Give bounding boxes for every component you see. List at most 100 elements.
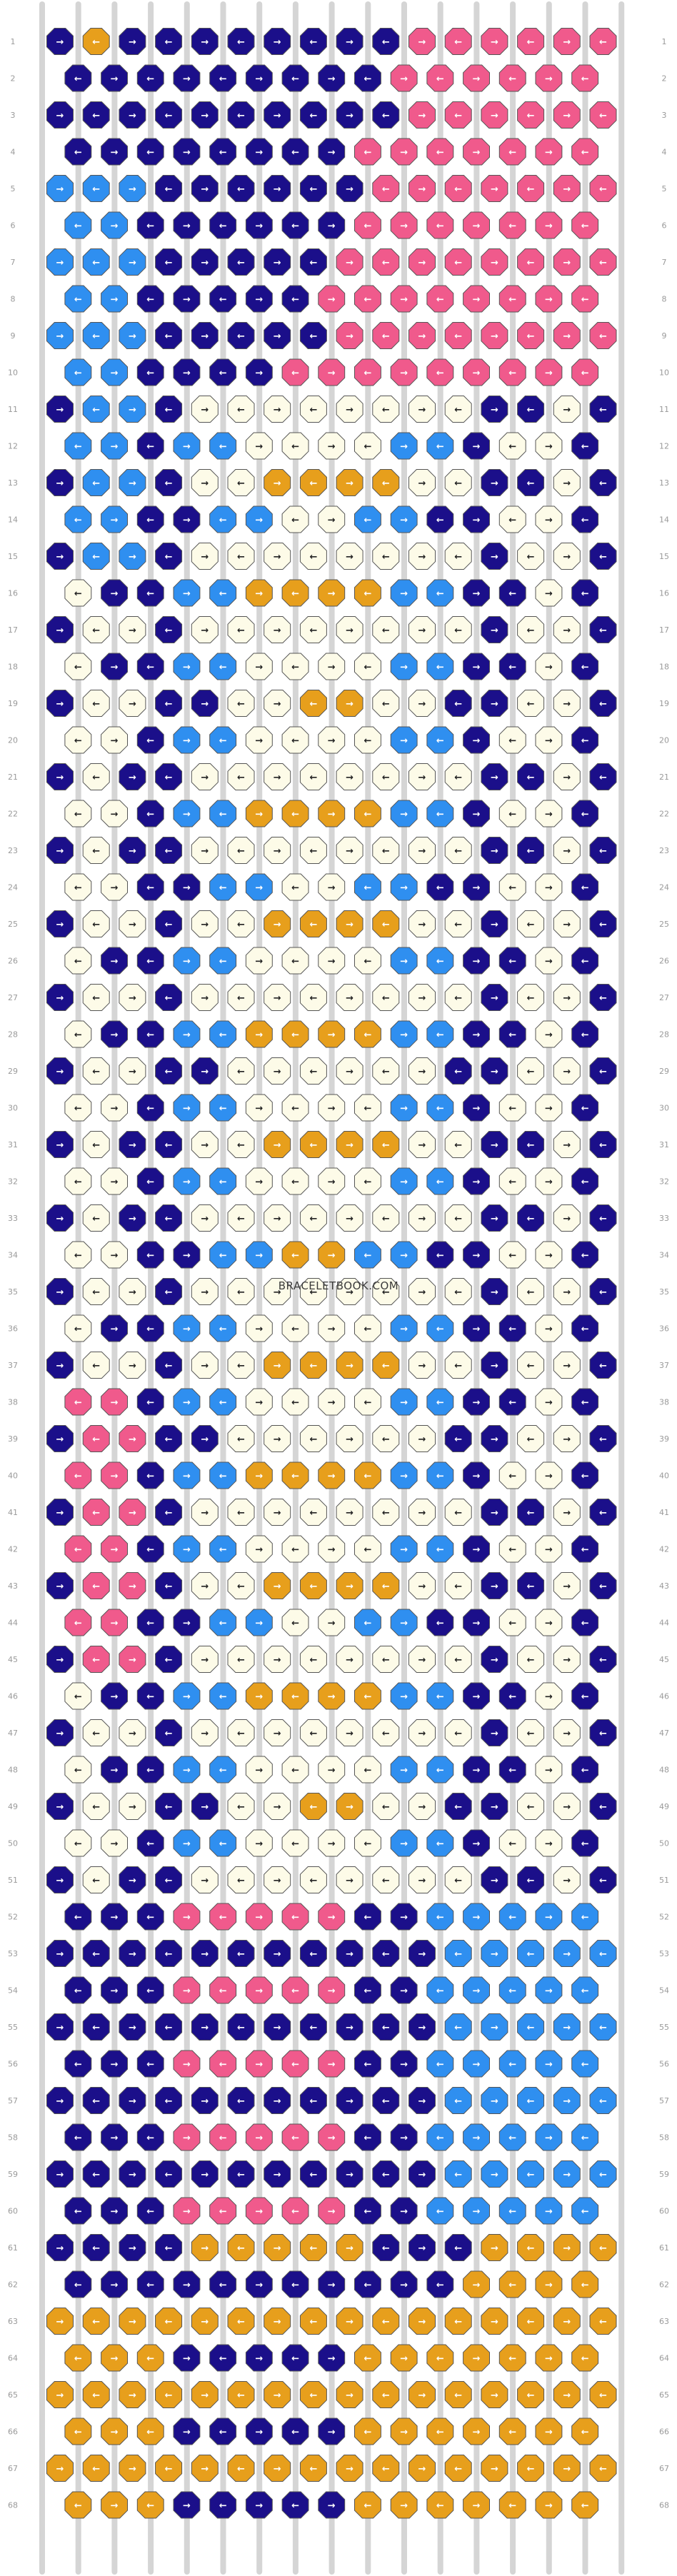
- knot-arrow-icon: ←: [527, 1140, 535, 1151]
- knot-arrow-icon: ←: [92, 2170, 100, 2180]
- knot-arrow-icon: →: [111, 957, 119, 967]
- knot-arrow-icon: →: [418, 625, 426, 636]
- knot-arrow-icon: →: [183, 221, 191, 232]
- knot: →: [463, 432, 490, 460]
- knot: →: [336, 2308, 363, 2335]
- knot-arrow-icon: ←: [599, 1214, 607, 1224]
- knot-arrow-icon: →: [183, 1545, 191, 1556]
- knot: →: [390, 1609, 418, 1636]
- knot-arrow-icon: ←: [436, 2501, 444, 2512]
- knot-arrow-icon: →: [56, 1287, 64, 1298]
- knot-arrow-icon: →: [129, 2023, 136, 2033]
- knot-arrow-icon: ←: [382, 993, 390, 1004]
- knot-arrow-icon: ←: [237, 2317, 245, 2328]
- knot: →: [535, 64, 563, 92]
- knot: →: [481, 543, 508, 570]
- knot: →: [264, 2455, 291, 2482]
- knot: ←: [82, 1131, 110, 1158]
- knot-arrow-icon: ←: [92, 1949, 100, 1960]
- knot: →: [245, 1756, 273, 1783]
- knot-arrow-icon: ←: [454, 846, 462, 857]
- knot-arrow-icon: →: [473, 2207, 481, 2218]
- row-number: 59: [8, 2170, 18, 2179]
- knot: ←: [589, 469, 617, 496]
- knot: ←: [426, 1609, 454, 1636]
- knot-arrow-icon: →: [346, 1729, 353, 1739]
- row-number: 16: [659, 589, 669, 598]
- row-number: 17: [8, 625, 18, 635]
- knot-arrow-icon: ←: [581, 883, 589, 894]
- knot-arrow-icon: →: [201, 478, 209, 489]
- knot: →: [408, 690, 436, 717]
- knot: →: [46, 322, 74, 349]
- knot-arrow-icon: ←: [237, 37, 245, 48]
- knot-arrow-icon: ←: [599, 1361, 607, 1372]
- row-number: 7: [662, 258, 667, 267]
- knot: ←: [209, 579, 237, 607]
- knot: ←: [571, 873, 599, 901]
- knot-arrow-icon: ←: [527, 331, 535, 342]
- knot: →: [336, 543, 363, 570]
- knot-arrow-icon: ←: [92, 1802, 100, 1813]
- knot: →: [535, 1167, 563, 1195]
- knot-arrow-icon: ←: [237, 552, 245, 563]
- knot: ←: [299, 763, 327, 790]
- knot: ←: [227, 2234, 255, 2261]
- knot-arrow-icon: ←: [527, 2023, 535, 2033]
- knot-arrow-icon: →: [491, 405, 498, 416]
- knot: ←: [426, 1682, 454, 1710]
- knot-arrow-icon: ←: [436, 663, 444, 673]
- row-number: 52: [659, 1913, 669, 1922]
- row-number: 34: [659, 1251, 669, 1260]
- knot-arrow-icon: ←: [92, 1287, 100, 1298]
- knot: ←: [498, 873, 526, 901]
- knot-arrow-icon: →: [491, 1729, 498, 1739]
- knot-arrow-icon: ←: [436, 2133, 444, 2144]
- knot: →: [119, 763, 146, 790]
- knot: →: [46, 763, 74, 790]
- knot: ←: [589, 690, 617, 717]
- knot: →: [553, 1278, 581, 1305]
- knot-arrow-icon: ←: [454, 1361, 462, 1372]
- knot: ←: [64, 64, 92, 92]
- knot: →: [318, 432, 346, 460]
- knot: ←: [426, 800, 454, 827]
- knot-arrow-icon: →: [274, 258, 281, 268]
- knot: ←: [571, 505, 599, 533]
- knot-arrow-icon: →: [545, 2133, 553, 2144]
- knot: →: [553, 396, 581, 423]
- knot: ←: [136, 1461, 164, 1489]
- knot-arrow-icon: →: [129, 1876, 136, 1886]
- knot: ←: [209, 1903, 237, 1931]
- knot: →: [191, 616, 219, 643]
- knot-arrow-icon: →: [346, 1214, 353, 1224]
- knot-arrow-icon: →: [346, 1876, 353, 1886]
- knot-arrow-icon: ←: [309, 2243, 317, 2254]
- knot-arrow-icon: ←: [454, 184, 462, 195]
- knot: →: [101, 2270, 128, 2298]
- knot: ←: [589, 1352, 617, 1379]
- knot: ←: [354, 1314, 381, 1342]
- row-number: 45: [8, 1655, 18, 1664]
- knot: ←: [136, 726, 164, 754]
- knot: ←: [209, 2491, 237, 2519]
- knot-arrow-icon: →: [183, 368, 191, 379]
- knot-arrow-icon: →: [400, 1619, 408, 1629]
- knot: →: [191, 543, 219, 570]
- knot: ←: [426, 873, 454, 901]
- knot-arrow-icon: →: [111, 74, 119, 85]
- knot-arrow-icon: →: [183, 442, 191, 453]
- knot: ←: [571, 2123, 599, 2151]
- knot-arrow-icon: →: [346, 773, 353, 783]
- knot-arrow-icon: →: [129, 1729, 136, 1739]
- knot: ←: [299, 1425, 327, 1452]
- knot: ←: [82, 1425, 110, 1452]
- knot: →: [101, 1756, 128, 1783]
- knot-arrow-icon: →: [545, 1913, 553, 1923]
- row-number: 10: [659, 368, 669, 378]
- knot: ←: [82, 1646, 110, 1673]
- knot: →: [245, 2197, 273, 2225]
- knot-arrow-icon: →: [255, 957, 263, 967]
- knot: ←: [227, 322, 255, 349]
- knot: ←: [209, 726, 237, 754]
